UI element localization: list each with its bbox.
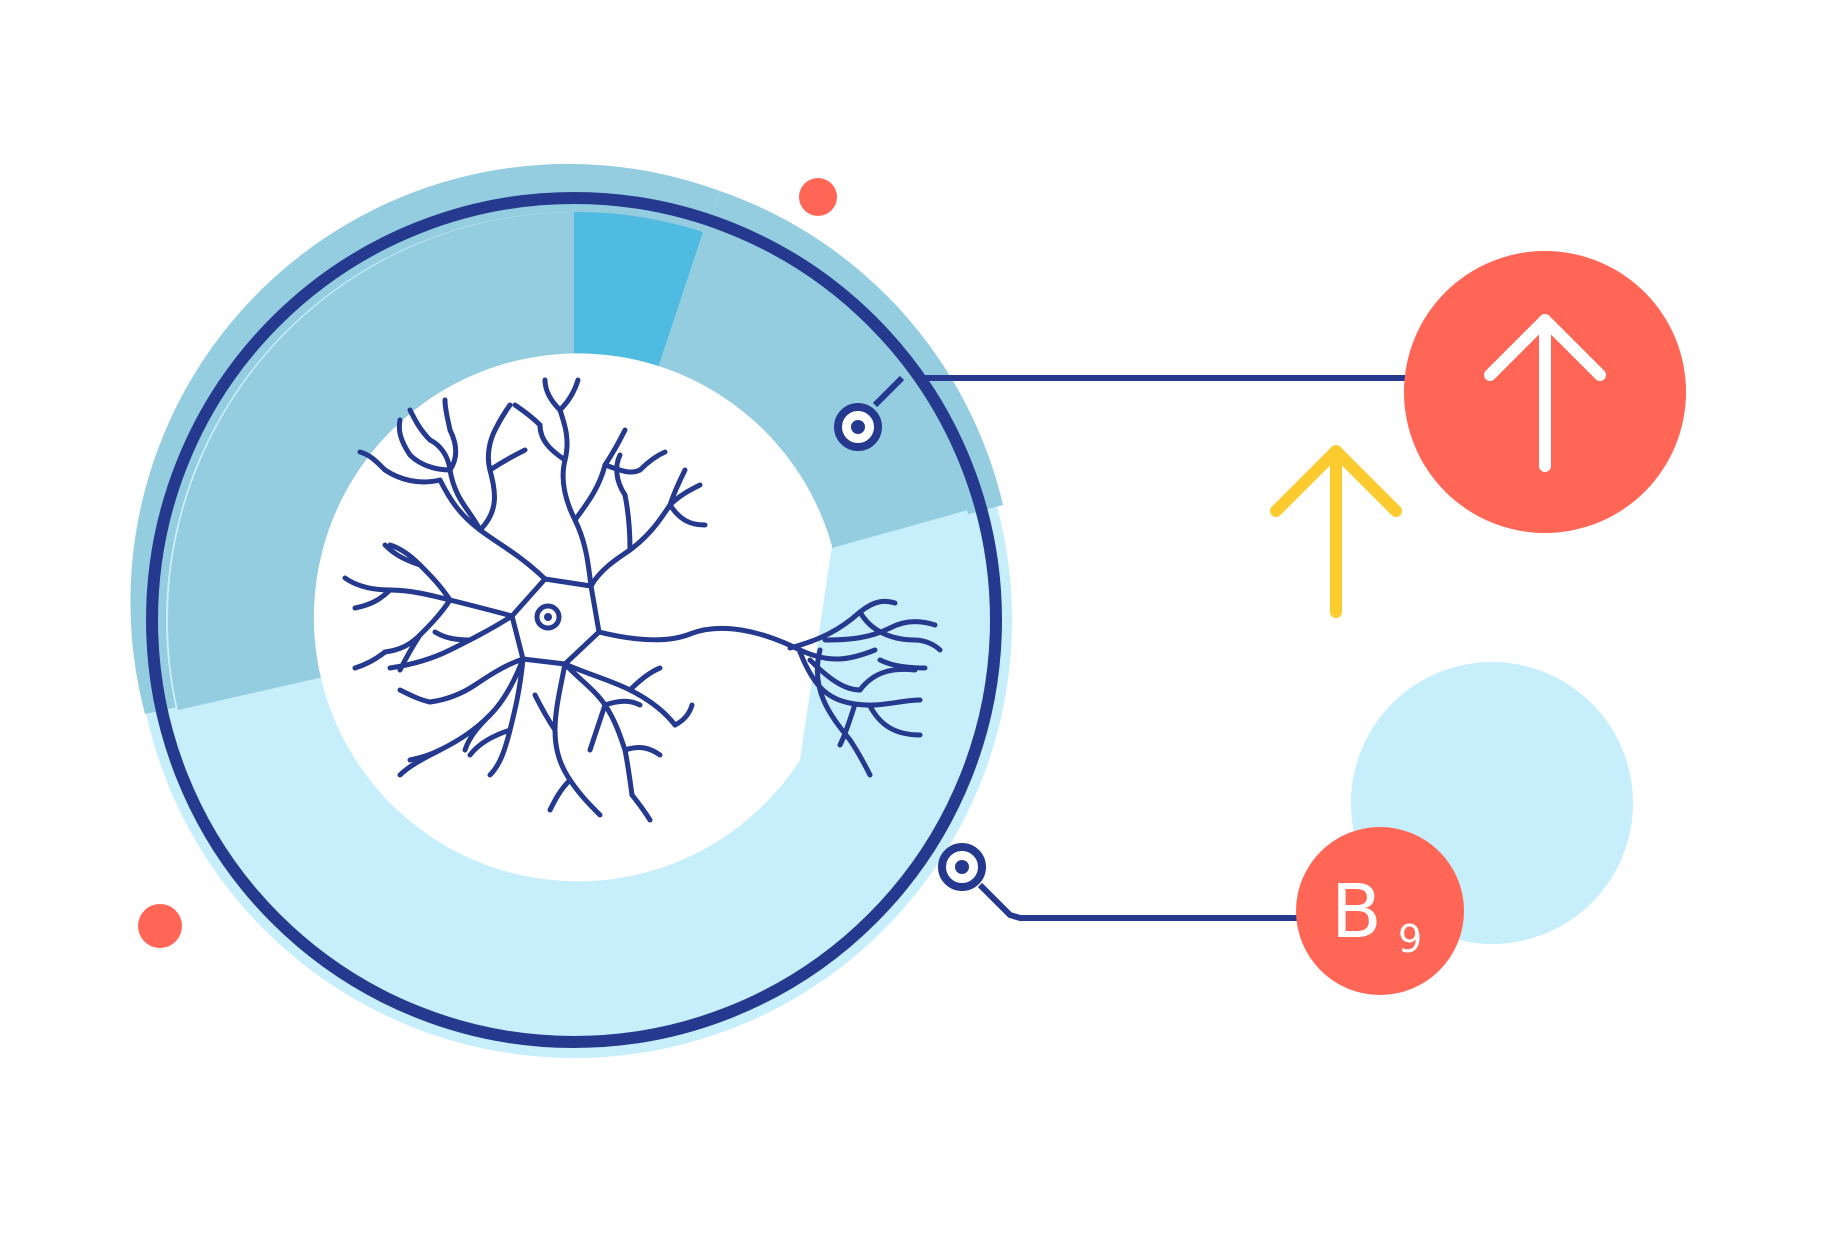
vitamin-number: 9 [1398,917,1422,961]
donut-hole [313,353,832,882]
neuron-axon [596,625,878,662]
arrow-up-icon-yellow [1270,445,1402,618]
neuron-icon [342,377,943,823]
vitamin-b9-badge: B 9 [1296,827,1464,995]
increase-indicator [1404,251,1686,533]
vitamin-letter: B [1331,869,1382,955]
magnifier-ring [146,192,1002,1048]
arrow-up-icon [1484,314,1606,472]
decor-dot-left [138,904,182,948]
connector-top [834,375,1412,451]
connector-bottom [938,843,1320,921]
decor-dot-top [799,178,837,216]
